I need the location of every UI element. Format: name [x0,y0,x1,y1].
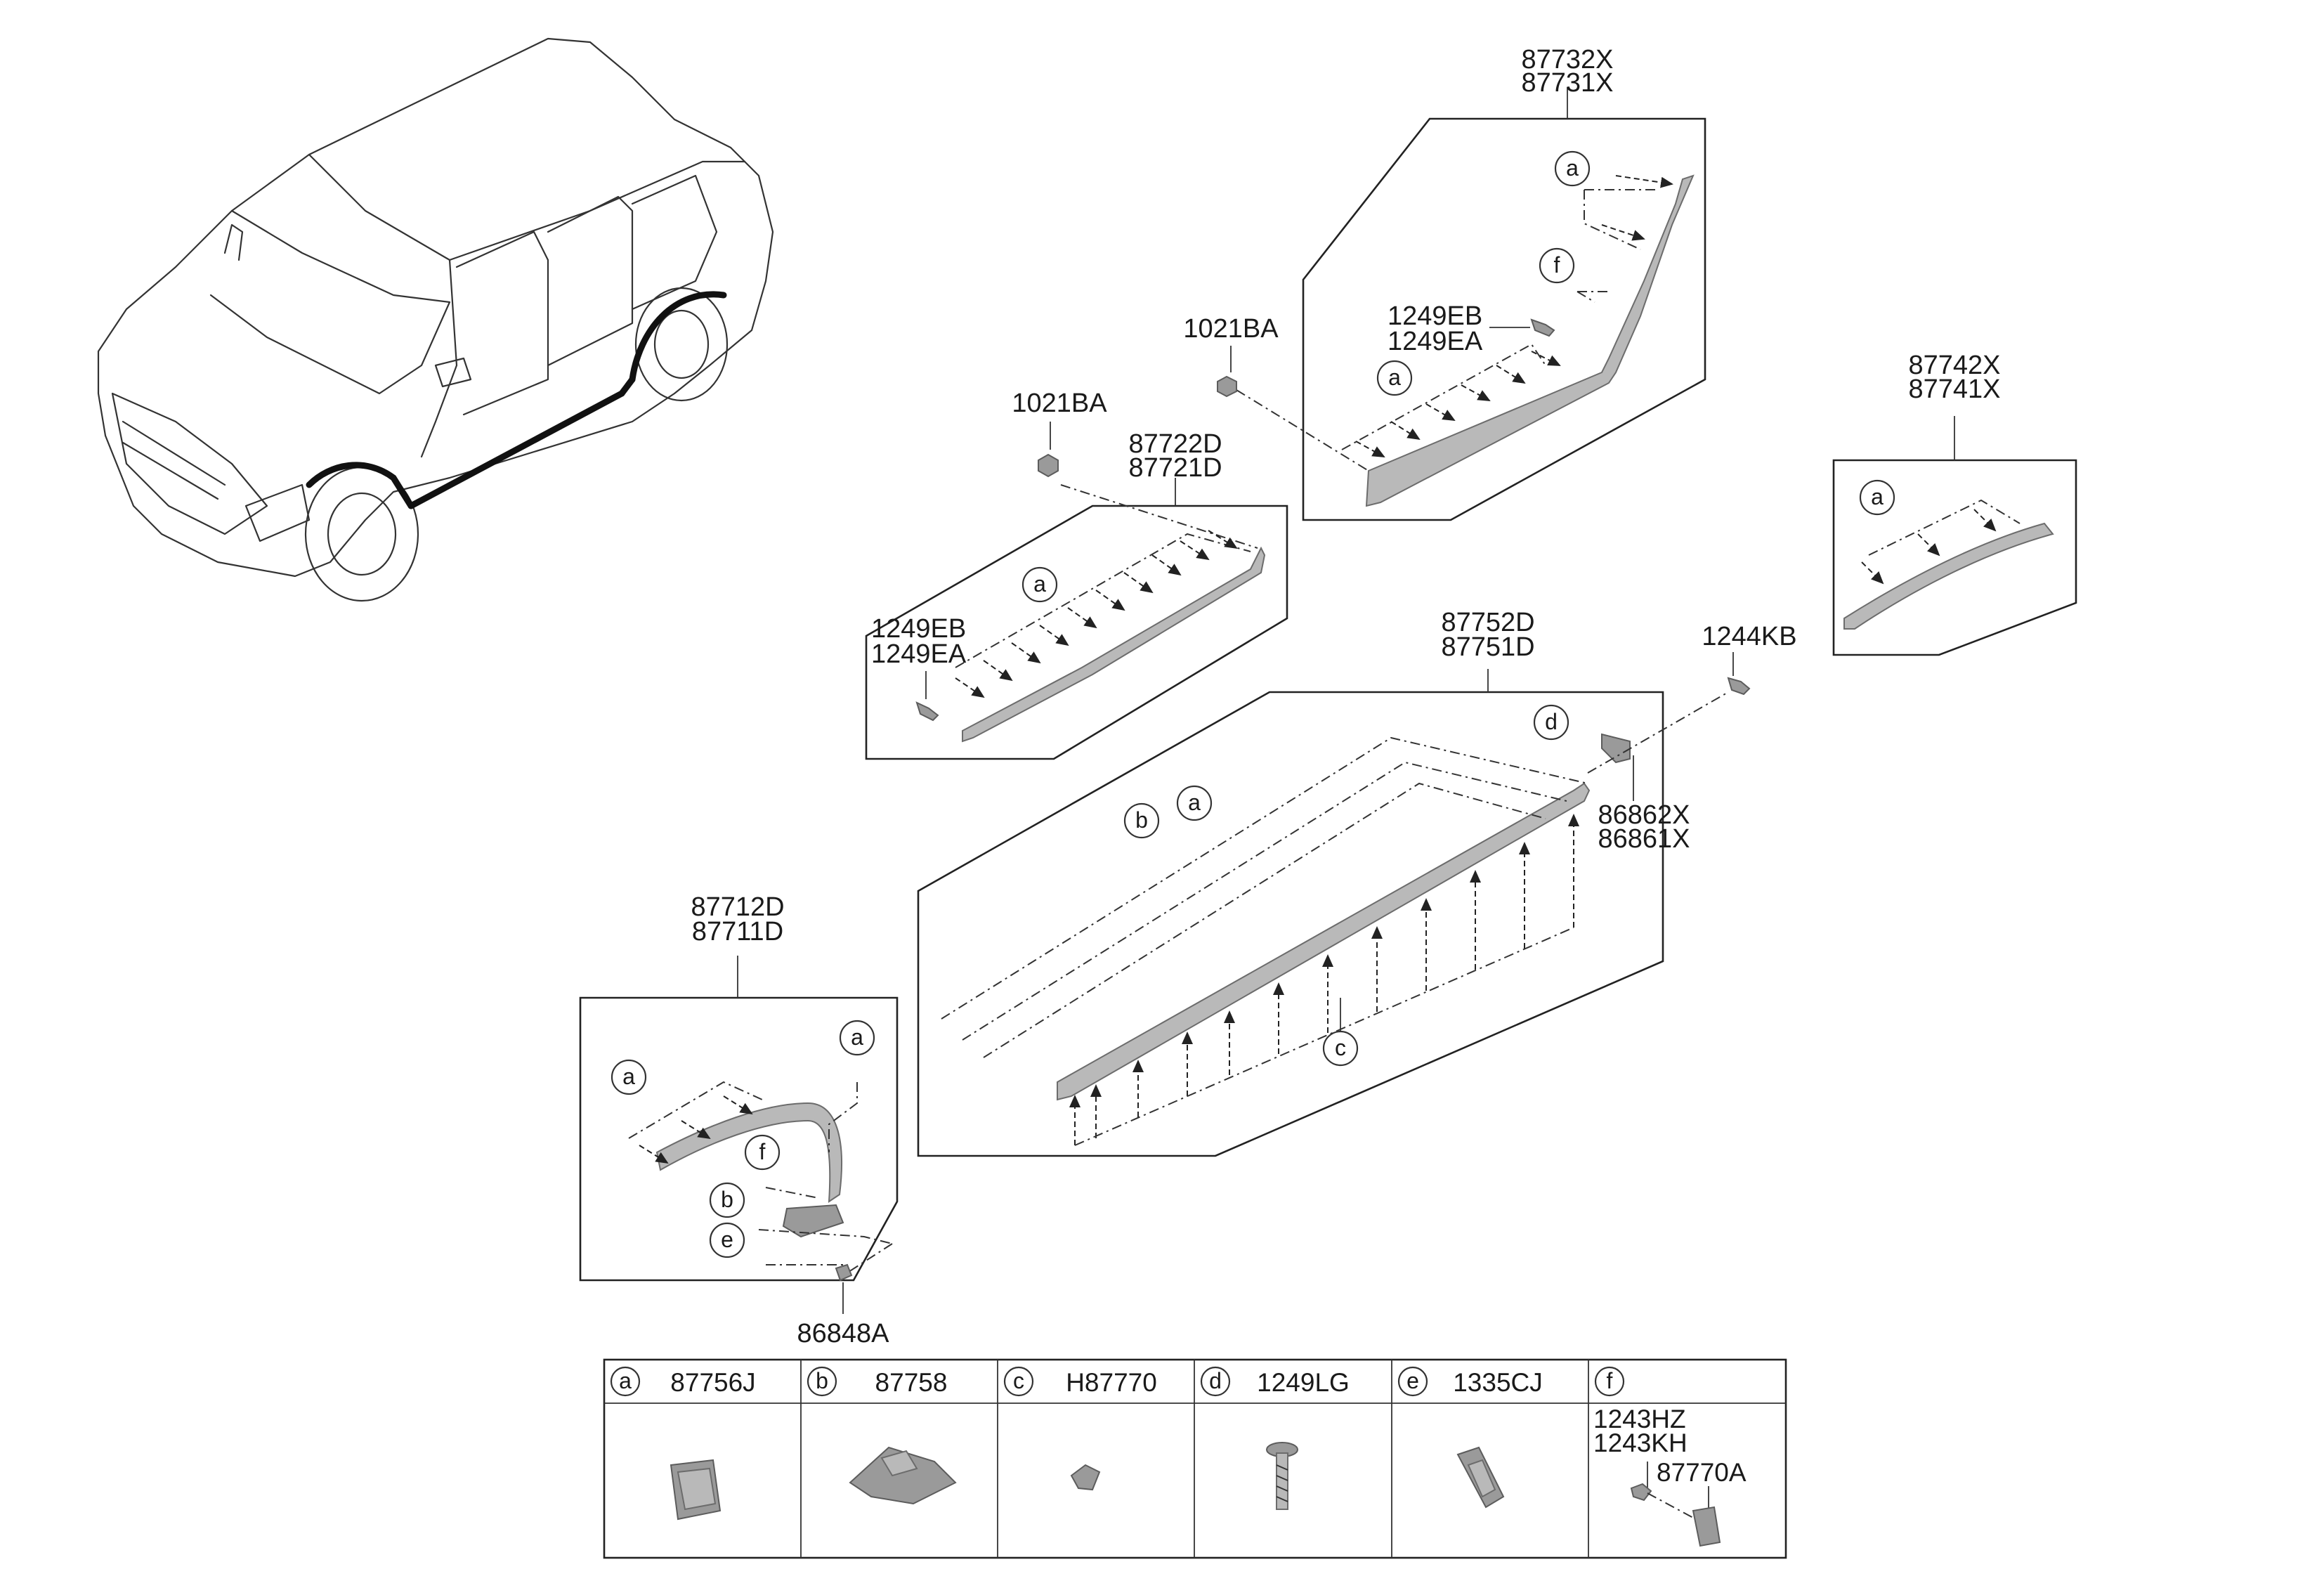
label-87741x: 87741X [1908,375,2000,404]
panel-87712d [579,956,899,1314]
panel-87752d [917,652,1751,1157]
svg-text:b: b [816,1368,828,1393]
svg-text:a: a [1033,571,1046,597]
callout-a-87712d-left: a [611,1059,647,1095]
callout-b-87712d: b [709,1182,745,1218]
panel-87742x [1832,416,2077,656]
label-1021ba-right: 1021BA [1183,314,1279,344]
callout-f-87732x: f [1539,247,1575,284]
svg-text:b: b [721,1187,733,1212]
svg-text:a: a [1388,365,1401,390]
legend-part-1243hz: 1243HZ [1593,1405,1686,1433]
svg-text:a: a [622,1064,635,1089]
legend-table: a 87756J b 87758 c H87770 d 1249LG [603,1358,1787,1559]
label-1249eb-lower: 1249EB [871,614,966,644]
label-87712d: 87712D [691,892,784,922]
label-87752d: 87752D [1441,608,1534,637]
label-87732x: 87732X [1521,45,1613,74]
label-1249eb-upper: 1249EB [1388,301,1482,331]
svg-text:f: f [1607,1368,1613,1393]
legend-cell-b: b 87758 [807,1366,957,1505]
legend-part-h87770: H87770 [1066,1368,1157,1397]
svg-text:f: f [759,1139,766,1164]
label-86861x: 86861X [1598,824,1690,854]
svg-text:a: a [1871,484,1884,509]
panel-87732x [1217,87,1706,521]
svg-text:a: a [1188,790,1201,815]
label-86848a: 86848A [797,1319,889,1348]
svg-text:d: d [1545,709,1558,734]
callout-a-87732x-bottom: a [1376,360,1413,396]
label-87711d: 87711D [692,917,783,946]
callout-d-87752d: d [1533,704,1569,741]
panel-87722d [865,453,1288,760]
svg-text:e: e [1406,1368,1419,1393]
label-87731x: 87731X [1521,68,1613,98]
legend-part-87758: 87758 [875,1368,948,1397]
label-87721d: 87721D [1128,453,1222,483]
legend-cell-a: a 87756J [610,1366,756,1521]
callout-a-87732x-top: a [1554,150,1591,187]
svg-text:e: e [721,1227,733,1252]
svg-text:a: a [619,1368,632,1393]
legend-part-87770a: 87770A [1657,1458,1747,1487]
legend-cell-f: f 1243HZ 1243KH 87770A [1593,1366,1747,1547]
callout-c-87752d: c [1322,1030,1359,1067]
label-1021ba-left: 1021BA [1012,389,1107,418]
vehicle-illustration [97,37,774,602]
svg-text:a: a [1566,155,1579,181]
callout-b-87752d: b [1123,802,1160,839]
label-87742x: 87742X [1908,351,2000,380]
legend-cell-d: d 1249LG [1200,1366,1350,1510]
legend-cell-c: c H87770 [1003,1366,1157,1491]
svg-text:d: d [1209,1368,1222,1393]
svg-text:f: f [1554,252,1560,278]
label-87751d: 87751D [1441,632,1534,662]
legend-cell-e: e 1335CJ [1397,1366,1543,1509]
legend-part-1243kh: 1243KH [1593,1428,1687,1457]
callout-e-87712d: e [709,1222,745,1258]
callout-f-87712d: f [744,1134,781,1171]
label-1244kb: 1244KB [1702,622,1796,651]
svg-text:b: b [1135,807,1148,833]
callout-a-87752d: a [1176,785,1213,821]
svg-text:c: c [1013,1368,1024,1393]
callout-a-87742x: a [1859,479,1895,516]
label-87722d: 87722D [1128,429,1222,459]
label-1249ea-upper: 1249EA [1388,327,1483,356]
legend-part-87756j: 87756J [670,1368,755,1397]
label-86862x: 86862X [1598,800,1690,830]
svg-text:c: c [1335,1035,1346,1060]
svg-text:a: a [851,1024,863,1050]
legend-part-1249lg: 1249LG [1257,1368,1350,1397]
legend-part-1335cj: 1335CJ [1453,1368,1543,1397]
label-1249ea-lower: 1249EA [871,639,967,669]
callout-a-87712d-right: a [839,1020,875,1056]
callout-a-87722d: a [1021,566,1058,603]
